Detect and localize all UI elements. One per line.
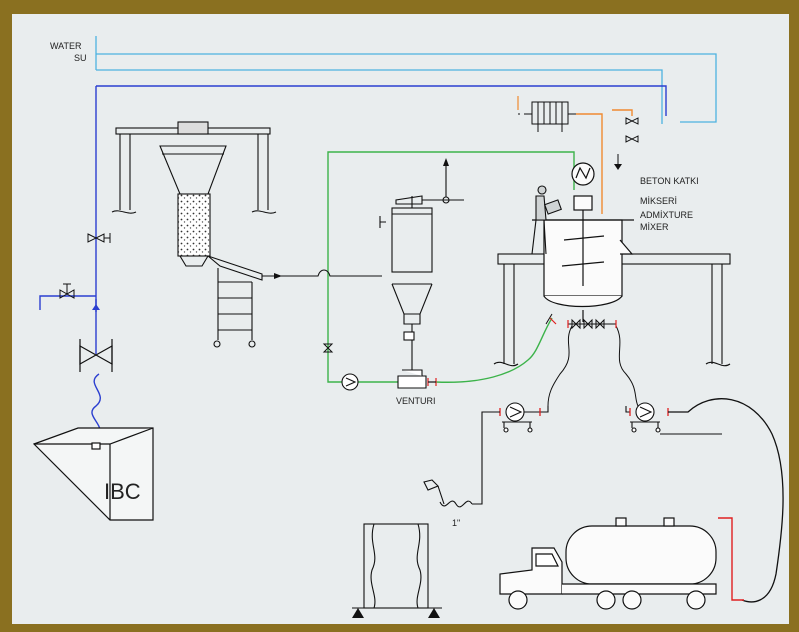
scale-foot-icon xyxy=(428,608,440,618)
water-label: WATER xyxy=(50,41,82,51)
valve-icon[interactable] xyxy=(59,283,75,299)
flow-arrow-icon xyxy=(92,304,100,310)
su-label: SU xyxy=(74,53,87,63)
process-flow-diagram: WATER SU IBC xyxy=(32,36,784,618)
admixture-mixer-tank[interactable] xyxy=(532,162,634,322)
truck-fill-hose xyxy=(668,398,784,603)
operator-figure xyxy=(531,185,562,255)
scale-foot-icon xyxy=(352,608,364,618)
check-valve-icon[interactable] xyxy=(427,378,437,386)
valve-icon[interactable] xyxy=(87,233,111,243)
check-valve-icon xyxy=(549,317,617,328)
truck-fill-line xyxy=(718,517,744,601)
pipe-crossover xyxy=(262,269,382,277)
valve-icon xyxy=(614,164,622,170)
venturi-ejector[interactable] xyxy=(397,369,427,389)
pump-icon[interactable] xyxy=(341,373,359,391)
ibc-label: IBC xyxy=(104,479,141,504)
tank-truck xyxy=(499,517,717,610)
pump-icon[interactable] xyxy=(502,402,549,433)
flow-arrow-icon xyxy=(443,158,449,166)
mixer-label-en-2: MİXER xyxy=(640,222,669,232)
vacuum-line xyxy=(327,151,575,383)
mixer-label-en-1: ADMİXTURE xyxy=(640,210,693,220)
valve-icon[interactable] xyxy=(322,343,334,353)
cyclone-separator xyxy=(379,162,464,372)
ibc-tank xyxy=(32,427,154,521)
valve-icon[interactable] xyxy=(625,117,639,143)
drum-on-scale xyxy=(352,523,442,609)
water-supply-line xyxy=(95,36,717,124)
feed-hopper xyxy=(207,255,316,348)
pressure-valve-icon[interactable] xyxy=(79,339,113,372)
mixer-label-tr-2: MİKSERİ xyxy=(640,196,677,206)
diagram-canvas: WATER SU IBC xyxy=(12,14,789,624)
bag-discharge-station xyxy=(111,121,277,267)
hose-size-label: 1" xyxy=(452,518,460,528)
transfer-hose xyxy=(423,411,722,508)
heater-icon[interactable] xyxy=(518,101,576,132)
pump-icon[interactable] xyxy=(625,402,661,433)
discharge-manifold xyxy=(545,313,639,407)
hot-water-line xyxy=(576,109,633,214)
venturi-label: VENTURI xyxy=(396,396,436,406)
mixer-label-tr-1: BETON KATKI xyxy=(640,176,699,186)
